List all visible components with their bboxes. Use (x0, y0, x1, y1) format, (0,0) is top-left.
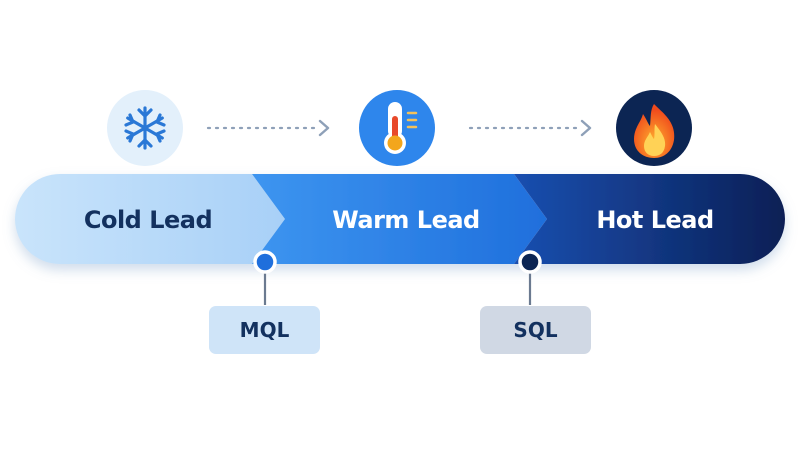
cold-lead-label: Cold Lead (84, 206, 212, 234)
pipeline-bar (15, 174, 785, 264)
flame-icon (634, 104, 675, 158)
mql-milestone: MQL (209, 250, 320, 354)
sql-tag (480, 306, 591, 354)
cold-icon-badge (107, 90, 183, 166)
warm-segment (252, 174, 547, 264)
mql-tag (209, 306, 320, 354)
hot-icon-badge (616, 90, 692, 166)
snowflake-icon (124, 106, 166, 150)
cold-segment (15, 174, 285, 264)
hot-segment (514, 174, 785, 264)
warm-lead-label: Warm Lead (332, 206, 479, 234)
mql-marker (253, 250, 277, 274)
mql-label: MQL (240, 318, 290, 342)
sql-milestone: SQL (480, 250, 591, 354)
dotted-arrow-1 (206, 119, 330, 137)
sql-marker (518, 250, 542, 274)
thermometer-icon (384, 102, 418, 154)
warm-icon-badge (359, 90, 435, 166)
dotted-arrow-2 (468, 119, 592, 137)
sql-label: SQL (513, 318, 557, 342)
hot-lead-label: Hot Lead (596, 206, 713, 234)
